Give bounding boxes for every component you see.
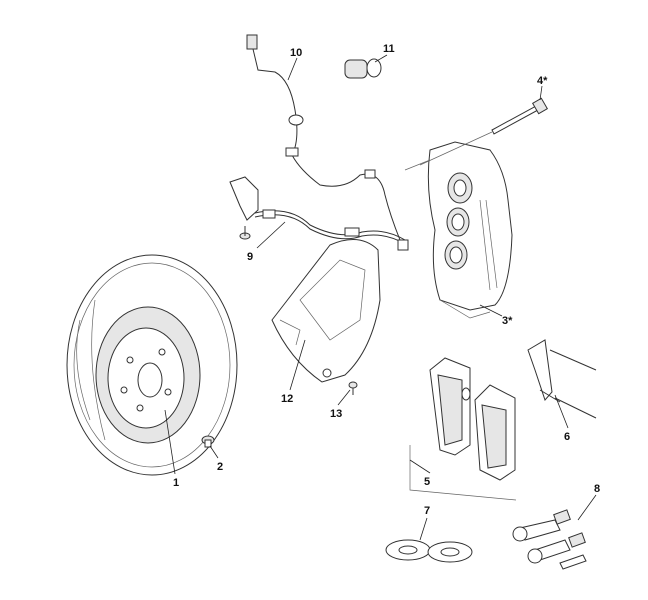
shield-bolt xyxy=(348,381,358,395)
pad-retaining-clips xyxy=(527,339,597,419)
callout-8: 8 xyxy=(594,483,600,495)
callout-13: 13 xyxy=(330,408,342,420)
washers xyxy=(385,539,473,563)
callout-4: 4* xyxy=(537,75,548,87)
bleed-screws xyxy=(512,509,587,570)
callout-7: 7 xyxy=(424,505,430,517)
callout-3: 3* xyxy=(502,315,513,327)
brake-caliper xyxy=(404,141,513,319)
sensor-connector xyxy=(344,58,382,79)
caliper-bolt xyxy=(419,97,549,166)
callout-6: 6 xyxy=(564,431,570,443)
callout-2: 2 xyxy=(217,461,223,473)
brake-disc xyxy=(66,254,238,476)
disc-screw xyxy=(201,435,215,448)
callout-9: 9 xyxy=(247,251,253,263)
dust-shield xyxy=(271,239,381,383)
callout-11: 11 xyxy=(383,43,395,55)
leader-lines xyxy=(164,54,597,541)
callout-12: 12 xyxy=(281,393,293,405)
wear-sensor xyxy=(246,34,409,251)
brake-pads xyxy=(409,357,517,501)
callout-5: 5 xyxy=(424,476,430,488)
callout-1: 1 xyxy=(173,477,179,489)
callout-10: 10 xyxy=(290,47,302,59)
brake-hose xyxy=(229,176,406,245)
